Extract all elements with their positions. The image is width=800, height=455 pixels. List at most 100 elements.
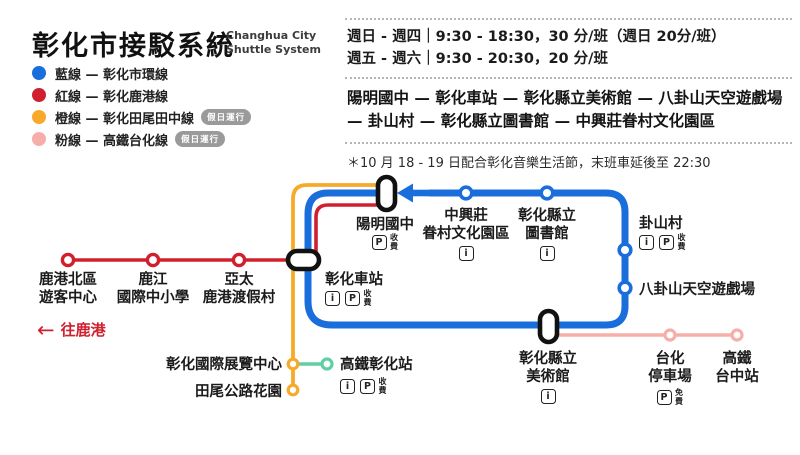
- station-label-yangming: 陽明國中: [335, 216, 435, 234]
- stop-county-library: [539, 185, 555, 201]
- label-line: 鹿港北區: [39, 272, 97, 288]
- station-icons-county-library: i: [497, 246, 597, 261]
- legend-label: 粉線 — 高鐵台化線: [55, 133, 169, 149]
- label-line: 圖書館: [525, 226, 569, 242]
- parking-icon: P: [360, 379, 375, 394]
- late-night-note: ＊10 月 18 - 19 日配合彰化音樂生活節，末班車延後至 22:30: [347, 156, 711, 171]
- station-label-tianwei-garden: 田尾公路花園: [170, 383, 282, 401]
- line-legend: 藍線 — 彰化市環線 紅線 — 彰化鹿港線 橙線 — 彰化田尾田中線 假日運行 …: [32, 62, 252, 150]
- stop-lujiang: [145, 252, 161, 268]
- station-label-changhua-station: 彰化車站: [325, 271, 383, 289]
- subtitle-line-1: Changhua City: [226, 29, 317, 42]
- station-label-guashan-village: 卦山村: [639, 215, 683, 233]
- blue-line-route-text: 陽明國中 — 彰化車站 — 彰化縣立美術館 — 八卦山天空遊戲場 — 卦山村 —…: [345, 79, 792, 144]
- info-panel: 週日 - 週四｜9:30 - 18:30，30 分/班（週日 20分/班） 週五…: [345, 18, 792, 171]
- holiday-only-badge: 假日運行: [201, 109, 252, 125]
- label-line: 彰化縣立: [518, 208, 576, 224]
- label-line: 彰化國際展覽中心: [166, 357, 282, 373]
- page-title: 彰化市接駁系統: [32, 31, 235, 62]
- parking-icon: P: [659, 235, 674, 250]
- stop-lukang-north: [60, 252, 76, 268]
- label-line: 眷村文化園區: [422, 226, 510, 242]
- label-line: 中興莊: [444, 208, 488, 224]
- legend-item-red-line: 紅線 — 彰化鹿港線: [32, 84, 251, 106]
- holiday-only-badge: 假日運行: [175, 131, 226, 147]
- label-line: 鹿江: [138, 272, 168, 288]
- station-label-asia-pacific: 亞太 鹿港渡假村: [189, 271, 289, 307]
- schedule-fri-sat: 週五 - 週六｜9:30 - 20:30，20 分/班: [347, 51, 608, 67]
- station-label-lujiang: 鹿江 國際中小學: [103, 271, 203, 307]
- station-label-county-library: 彰化縣立 圖書館: [497, 207, 597, 243]
- stop-guashan-village: [617, 242, 633, 258]
- blue-loop-path: [304, 189, 629, 329]
- red-line-path-north: [314, 203, 382, 258]
- label-line: 彰化車站: [325, 272, 383, 288]
- label-line: 高鐵: [722, 351, 752, 367]
- direction-label: 往鹿港: [60, 321, 106, 339]
- interchange-yangming: [375, 174, 398, 213]
- label-line: 美術館: [526, 369, 570, 385]
- station-label-lukang-north: 鹿港北區 遊客中心: [18, 271, 118, 307]
- stop-hsr-changhua: [320, 357, 334, 371]
- subtitle-line-2: Shuttle System: [226, 43, 321, 56]
- legend-item-pink-line: 粉線 — 高鐵台化線 假日運行: [32, 128, 251, 150]
- legend-label: 藍線 — 彰化市環線: [55, 67, 169, 83]
- label-line: 停車場: [648, 369, 692, 385]
- interchange-art-museum: [537, 308, 560, 345]
- legend-label: 紅線 — 彰化鹿港線: [55, 89, 169, 105]
- parking-icon: P: [345, 291, 360, 306]
- station-icons-art-museum: i: [498, 389, 598, 404]
- paid-parking-label: 收費: [363, 289, 372, 307]
- interchange-changhua-station: [285, 248, 322, 272]
- label-line: 遊客中心: [39, 290, 97, 306]
- label-line: 鹿港渡假村: [202, 290, 276, 306]
- station-label-expo-center: 彰化國際展覽中心: [150, 356, 282, 374]
- label-line: 彰化縣立: [519, 351, 577, 367]
- blue-line-dot-icon: [32, 66, 46, 80]
- label-line: 卦山村: [639, 216, 683, 232]
- paid-parking-label: 收費: [677, 233, 686, 251]
- station-icons-zhongxingzhuang: i: [406, 246, 526, 261]
- info-icon: i: [539, 246, 555, 261]
- legend-label: 橙線 — 彰化田尾田中線: [55, 111, 195, 127]
- station-label-hsr-taichung: 高鐵 台中站: [697, 350, 777, 386]
- label-line: 台化: [655, 351, 685, 367]
- station-label-sky-playground: 八卦山天空遊戲場: [639, 281, 755, 299]
- parking-icon: P: [656, 390, 672, 405]
- orange-line-dot-icon: [32, 110, 46, 124]
- label-line: 亞太: [224, 272, 254, 288]
- info-icon: i: [639, 235, 654, 250]
- label-line: 高鐵彰化站: [340, 357, 413, 373]
- label-line: 田尾公路花園: [195, 384, 282, 400]
- label-line: 台中站: [715, 369, 759, 385]
- left-arrow-icon: ←: [37, 317, 55, 342]
- stop-taihua-parking: [663, 328, 677, 342]
- paid-parking-label: 收費: [390, 233, 398, 251]
- legend-item-orange-line: 橙線 — 彰化田尾田中線 假日運行: [32, 106, 252, 128]
- station-label-hsr-changhua: 高鐵彰化站: [340, 356, 413, 374]
- station-icons-taihua-parking: P 免費: [630, 388, 710, 406]
- orange-line-path: [291, 183, 382, 390]
- label-line: 國際中小學: [116, 290, 190, 306]
- legend-item-blue-line: 藍線 — 彰化市環線: [32, 62, 251, 84]
- station-icons-changhua-station: i P 收費: [325, 289, 372, 307]
- info-icon: i: [340, 379, 355, 394]
- arrow-tail: [410, 189, 429, 197]
- station-icons-guashan-village: i P 收費: [639, 233, 686, 251]
- info-icon: i: [458, 246, 474, 261]
- stop-expo-center: [286, 357, 300, 371]
- westbound-arrow-icon: [397, 183, 413, 203]
- station-icons-yangming: P 收費: [335, 233, 435, 251]
- info-icon: i: [540, 389, 556, 404]
- schedule-block: 週日 - 週四｜9:30 - 18:30，30 分/班（週日 20分/班） 週五…: [345, 18, 792, 79]
- station-label-taihua-parking: 台化 停車場: [630, 350, 710, 386]
- free-parking-label: 免費: [675, 388, 683, 406]
- stop-asia-pacific: [231, 252, 247, 268]
- direction-to-lukang: ← 往鹿港: [37, 319, 106, 340]
- station-label-zhongxingzhuang: 中興莊 眷村文化園區: [406, 207, 526, 243]
- stop-tianwei-garden: [286, 383, 300, 397]
- schedule-sun-thu: 週日 - 週四｜9:30 - 18:30，30 分/班（週日 20分/班）: [347, 29, 726, 45]
- pink-line-dot-icon: [32, 132, 46, 146]
- label-line: 陽明國中: [356, 217, 414, 233]
